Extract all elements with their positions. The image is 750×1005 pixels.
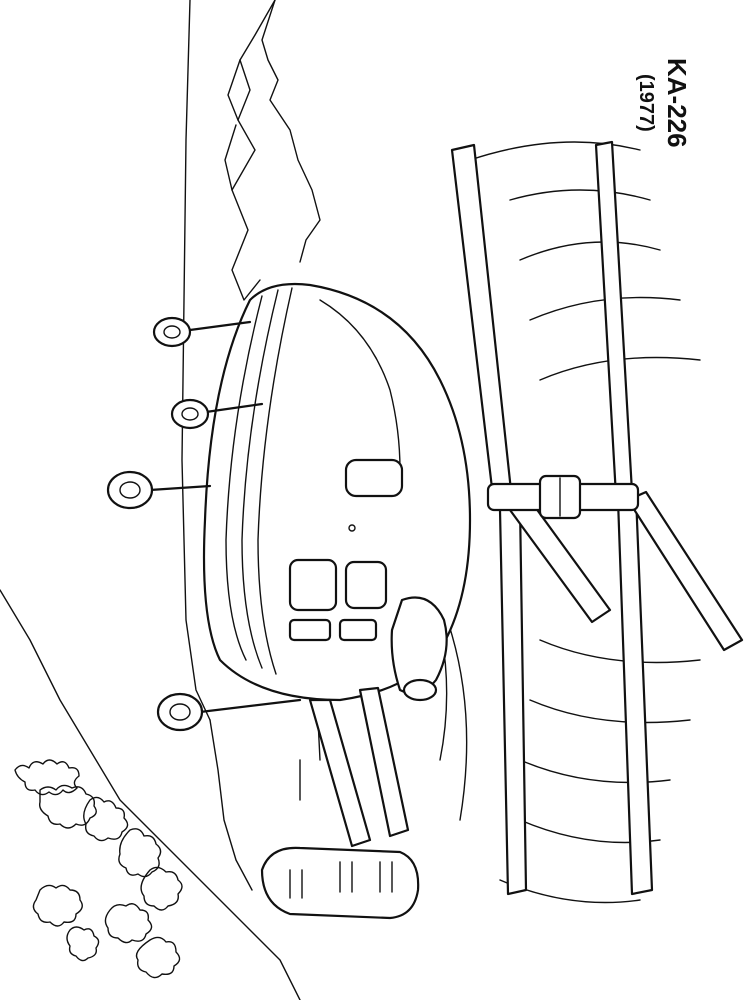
side-window-1 bbox=[288, 558, 338, 612]
caption-model: KA-226 bbox=[662, 58, 692, 148]
rotor-blade-lower-right bbox=[616, 494, 654, 896]
bush-9 bbox=[66, 926, 100, 962]
gear-strut-4 bbox=[198, 698, 302, 714]
bush-7 bbox=[104, 903, 153, 944]
rotor-blur bbox=[419, 141, 701, 904]
rotor-arc-6 bbox=[539, 639, 701, 664]
tail-section bbox=[260, 686, 420, 920]
fuselage-stripe-1 bbox=[225, 295, 263, 661]
caption-year: (1977) bbox=[635, 74, 657, 132]
wheel-1-hub bbox=[163, 325, 181, 339]
ground-line-2 bbox=[299, 719, 321, 801]
rotor-blade-lower-left bbox=[498, 504, 528, 896]
nose-dome bbox=[319, 299, 401, 471]
wheel-2-hub bbox=[181, 407, 199, 421]
wheel-4 bbox=[156, 692, 204, 732]
shoreline bbox=[0, 589, 301, 1001]
main-rotor bbox=[450, 140, 744, 896]
bush-5 bbox=[140, 866, 183, 911]
landscape bbox=[0, 0, 321, 1001]
tail-boom bbox=[308, 698, 372, 848]
fuselage-stripe-2 bbox=[241, 289, 279, 669]
engine-pod bbox=[390, 596, 448, 695]
horizon-line bbox=[181, 0, 211, 721]
bush-3 bbox=[83, 796, 129, 842]
side-window-3 bbox=[288, 618, 332, 642]
wheel-3 bbox=[106, 470, 154, 510]
caption-group: KA-226 (1977) bbox=[635, 58, 692, 148]
ground-line bbox=[209, 719, 253, 891]
side-window-2 bbox=[344, 560, 388, 610]
engine-exhaust bbox=[402, 678, 438, 702]
gear-strut-1 bbox=[188, 320, 252, 332]
gear-strut-2 bbox=[204, 402, 264, 414]
cockpit-window bbox=[344, 458, 404, 498]
side-window-4 bbox=[338, 618, 378, 642]
bushes bbox=[14, 759, 183, 979]
rotor-arc-7 bbox=[529, 699, 691, 724]
gear-strut-3 bbox=[148, 484, 212, 492]
bush-4 bbox=[118, 828, 162, 878]
mountain-ridge-3 bbox=[224, 59, 241, 191]
wheel-2 bbox=[170, 398, 210, 430]
rotor-arc-8 bbox=[519, 759, 671, 784]
bush-6 bbox=[32, 884, 83, 927]
mountain-ridge bbox=[231, 0, 276, 301]
wheel-3-hub bbox=[119, 481, 141, 499]
wheel-4-hub bbox=[169, 703, 191, 721]
bush-1 bbox=[14, 759, 80, 796]
bush-2 bbox=[38, 784, 97, 829]
tail-boom-2 bbox=[358, 686, 410, 838]
landing-gear bbox=[106, 316, 302, 732]
rotor-arc-4 bbox=[529, 296, 681, 321]
fuselage-rivet bbox=[348, 524, 356, 532]
bush-8 bbox=[135, 936, 181, 979]
rotor-arc-2 bbox=[509, 189, 651, 201]
fuselage-stripe-3 bbox=[257, 287, 293, 675]
fuselage bbox=[202, 282, 472, 702]
rotor-blade-diagonal-2 bbox=[626, 490, 744, 652]
rotor-arc-3 bbox=[519, 241, 661, 261]
rotor-arc-1 bbox=[469, 141, 641, 161]
mountain-ridge-2 bbox=[261, 0, 321, 263]
wheel-1 bbox=[152, 316, 192, 348]
